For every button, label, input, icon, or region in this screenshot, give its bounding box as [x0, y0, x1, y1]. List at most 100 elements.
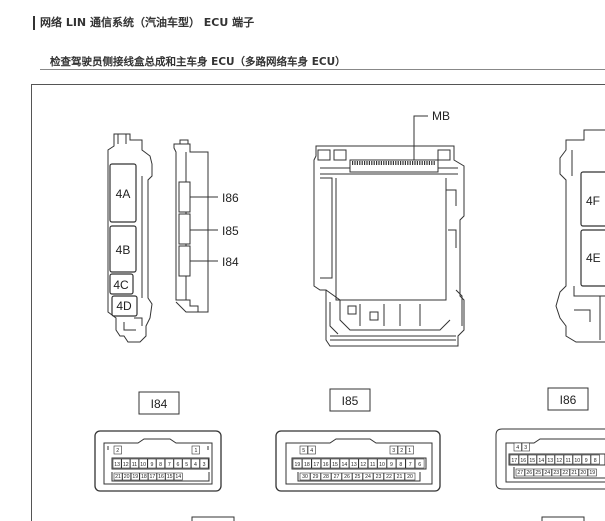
i85-pin-number: 14 — [342, 462, 348, 468]
i85-pin-cell — [310, 472, 321, 481]
i84-pin-cell — [113, 445, 122, 455]
i84-pin-cell — [182, 458, 192, 469]
connector-4a-label: 4A — [116, 187, 131, 201]
i85-pin-number: 30 — [302, 474, 308, 480]
i84-connector-face — [94, 430, 222, 492]
i85-pin-cell — [331, 472, 342, 481]
i86-pin-number: 22 — [562, 470, 568, 476]
i86-pin-number: 15 — [529, 458, 535, 464]
i85-pin-cell — [414, 458, 425, 469]
i84-pin-number: 18 — [141, 474, 147, 480]
i86-pin-number: 8 — [594, 458, 597, 464]
i85-pin-number: 2 — [400, 448, 403, 454]
i84-pin-cell — [139, 472, 149, 481]
i85-pin-number: 26 — [344, 474, 350, 480]
i86-pin-cell — [533, 468, 543, 477]
pin-label-i84: I84 — [222, 255, 239, 269]
mb-connector-label: MB — [432, 109, 450, 123]
i84-pin-number: 21 — [115, 474, 121, 480]
i85-pin-number: 13 — [351, 462, 357, 468]
i85-pin-number: 23 — [376, 474, 382, 480]
i86-label-box — [547, 387, 589, 411]
i85-pin-number: 8 — [399, 462, 402, 468]
i84-pin-number: 17 — [150, 474, 156, 480]
i84-pin-number: 1 — [195, 448, 198, 454]
i85-pin-cell — [311, 458, 321, 469]
i86-pin-number: 10 — [574, 458, 580, 464]
i84-pin-number: 4 — [194, 462, 197, 468]
i86-pin-number: 3 — [524, 445, 527, 451]
connector-4b-socket — [109, 225, 137, 273]
i86-pin-cell — [560, 468, 570, 477]
i86-pin-number: 12 — [556, 458, 562, 464]
i86-pin-number: 17 — [511, 458, 517, 464]
i86-pin-number: 11 — [566, 458, 571, 464]
section-subtitle: 检查驾驶员侧接线盒总成和主车身 ECU（多路网络车身 ECU） — [50, 56, 346, 68]
connector-4e-label: 4E — [586, 251, 601, 265]
i85-pin-cell — [320, 472, 332, 481]
i85-pin-cell — [299, 445, 308, 455]
connector-4f-label: 4F — [586, 194, 600, 208]
i84-box-label: I84 — [151, 397, 168, 411]
connector-4a-socket — [109, 163, 137, 223]
i85-pin-cell — [292, 458, 303, 469]
i84-pin-cell — [113, 472, 123, 481]
i85-pin-cell — [377, 458, 387, 469]
i85-pin-cell — [386, 458, 397, 469]
i86-pin-cell — [590, 454, 600, 465]
i86-pin-cell — [536, 454, 546, 465]
i85-pin-number: 24 — [365, 474, 371, 480]
i86-pin-cell — [572, 454, 582, 465]
i85-pin-cell — [341, 472, 353, 481]
i85-pin-cell — [307, 445, 316, 455]
i86-pin-cell — [515, 468, 525, 477]
i84-pin-cell — [164, 458, 174, 469]
i86-pin-number: 9 — [585, 458, 588, 464]
connector-4b-label: 4B — [116, 243, 131, 257]
i86-pin-number: 16 — [520, 458, 526, 464]
header: 网络 LIN 通信系统（汽油车型） ECU 端子 检查驾驶员侧接线盒总成和主车身… — [0, 0, 605, 84]
connector-4c-label: 4C — [113, 278, 129, 292]
connector-4f-socket — [580, 171, 605, 227]
i86-pin-number: 14 — [538, 458, 544, 464]
i85-box-label: I85 — [342, 394, 359, 408]
i86-pin-cell — [542, 468, 552, 477]
i85-pin-number: 28 — [323, 474, 329, 480]
i84-label-box — [138, 391, 180, 415]
i84-pin-number: 12 — [123, 462, 129, 468]
i86-pin-cell — [563, 454, 573, 465]
bottom-box-right — [541, 516, 585, 521]
i85-pin-cell — [302, 458, 312, 469]
i85-pin-cell — [358, 458, 368, 469]
connector-4d-label: 4D — [116, 299, 132, 313]
i85-pin-number: 11 — [370, 462, 375, 468]
i86-pin-number: 19 — [589, 470, 595, 476]
i86-pin-number: 27 — [517, 470, 523, 476]
i85-pin-cell — [299, 472, 311, 481]
i86-pin-cell — [509, 454, 519, 465]
i86-pin-cell — [551, 468, 561, 477]
i84-pin-cell — [191, 458, 200, 469]
i86-box-label: I86 — [560, 393, 577, 407]
i85-pin-cell — [349, 458, 359, 469]
i85-pin-number: 22 — [386, 474, 392, 480]
i85-pin-number: 7 — [409, 462, 412, 468]
i85-pin-cell — [405, 445, 414, 455]
i86-pin-number: 20 — [580, 470, 586, 476]
i86-pin-cell — [524, 468, 534, 477]
junction-block-side-view — [107, 133, 218, 343]
i86-pin-cell — [569, 468, 579, 477]
i84-pin-cell — [199, 458, 209, 469]
pin-label-i85: I85 — [222, 224, 239, 238]
i84-pin-cell — [165, 472, 175, 481]
connector-4d-socket — [111, 295, 138, 317]
i84-pin-number: 9 — [150, 462, 153, 468]
bottom-box-left — [191, 516, 235, 521]
i85-pin-cell — [320, 458, 331, 469]
i85-pin-cell — [394, 472, 405, 481]
i86-pin-cell — [518, 454, 528, 465]
i84-pin-cell — [191, 445, 200, 455]
i85-pin-number: 12 — [360, 462, 366, 468]
i85-pin-number: 20 — [407, 474, 413, 480]
